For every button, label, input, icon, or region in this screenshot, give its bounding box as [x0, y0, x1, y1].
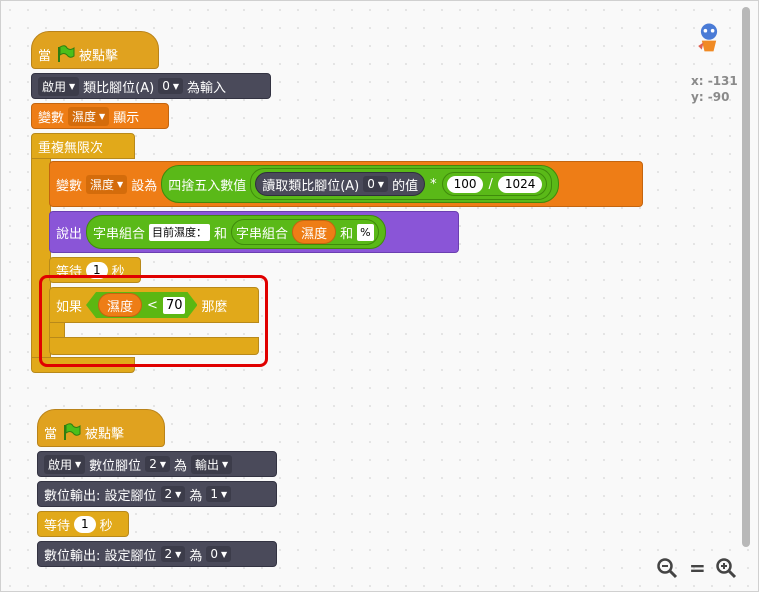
as-label-2: 為 — [189, 488, 203, 504]
multiplier-input[interactable]: 100 — [446, 175, 484, 193]
join-text-input-2[interactable]: % — [357, 223, 374, 241]
wait-block-2[interactable]: 等待 1 秒 — [37, 511, 129, 537]
wait-seconds-input-2[interactable]: 1 — [74, 515, 96, 533]
sprite-thumbnail-icon[interactable] — [691, 19, 727, 55]
enable-analog-pin-block[interactable]: 啟用▼ 類比腳位(A) 0▼ 為輸入 — [31, 73, 271, 99]
seconds-label-2: 秒 — [99, 518, 113, 534]
join-reporter-inner[interactable]: 字串組合 濕度 和 % — [231, 219, 379, 245]
join-label-1: 字串組合 — [93, 226, 146, 242]
pin-mode-dropdown[interactable]: 輸出▼ — [191, 454, 233, 474]
forever-label: 重複無限次 — [38, 140, 104, 156]
digital-output-label-1: 數位輸出: 設定腳位 — [44, 488, 157, 504]
and-label-1: 和 — [214, 226, 228, 242]
join-label-2: 字串組合 — [236, 226, 289, 242]
vertical-scrollbar[interactable] — [742, 7, 750, 547]
highlight-box — [39, 275, 268, 367]
output-value-dropdown-1[interactable]: 1▼ — [206, 486, 232, 502]
zoom-in-icon — [716, 558, 737, 579]
forever-block[interactable]: 重複無限次 — [31, 133, 135, 159]
enable-digital-pin-block[interactable]: 啟用▼ 數位腳位 2▼ 為 輸出▼ — [37, 451, 277, 477]
as-label-3: 為 — [189, 548, 203, 564]
sprite-x-coordinate: x: -131 — [691, 74, 738, 88]
hat2-when-label: 當 — [44, 426, 58, 442]
show-label: 顯示 — [113, 110, 140, 126]
read-analog-reporter[interactable]: 讀取類比腳位(A) 0▼ 的值 — [255, 172, 426, 196]
less-than-reporter[interactable]: 濕度 < 70 — [86, 292, 197, 318]
humidity-reporter-2[interactable]: 濕度 — [98, 293, 142, 317]
divide-operator: / — [488, 176, 493, 192]
threshold-input[interactable]: 70 — [163, 297, 186, 314]
less-than-operator: < — [147, 297, 158, 313]
read-pin-dropdown[interactable]: 0▼ — [363, 176, 389, 192]
when-flag-clicked-hat-2[interactable]: 當 被點擊 — [37, 409, 165, 447]
analog-pin-dropdown[interactable]: 0▼ — [158, 78, 184, 94]
zoom-in-button[interactable] — [715, 557, 737, 579]
humidity-reporter-1[interactable]: 濕度 — [292, 220, 337, 244]
digital-output-label-2: 數位輸出: 設定腳位 — [44, 548, 157, 564]
if-block[interactable]: 如果 濕度 < 70 那麼 — [49, 287, 259, 323]
enable-dropdown[interactable]: 啟用▼ — [38, 76, 80, 96]
hat2-clicked-label: 被點擊 — [85, 426, 125, 442]
say-block[interactable]: 說出 字串組合 目前濕度： 和 字串組合 濕度 和 % — [49, 211, 459, 253]
set-variable-dropdown[interactable]: 濕度▼ — [86, 174, 128, 194]
green-flag-icon — [58, 45, 75, 62]
sprite-y-coordinate: y: -90 — [691, 90, 730, 104]
join-reporter-outer[interactable]: 字串組合 目前濕度： 和 字串組合 濕度 和 % — [86, 215, 386, 249]
green-flag-icon-2 — [64, 423, 81, 440]
output-value-dropdown-2[interactable]: 0▼ — [206, 546, 232, 562]
zoom-out-icon — [657, 558, 678, 579]
read-analog-label: 讀取類比腳位(A) — [262, 178, 360, 194]
then-label: 那麼 — [201, 299, 228, 315]
divide-reporter[interactable]: 100 / 1024 — [441, 172, 548, 196]
as-label: 為 — [173, 458, 187, 474]
set-variable-label: 變數 — [56, 178, 83, 194]
divisor-input[interactable]: 1024 — [497, 175, 543, 193]
digital-output-block-2[interactable]: 數位輸出: 設定腳位 2▼ 為 0▼ — [37, 541, 277, 567]
value-of-label: 的值 — [392, 178, 419, 194]
enable-dropdown-2[interactable]: 啟用▼ — [44, 454, 86, 474]
set-to-label: 設為 — [131, 178, 158, 194]
join-text-input-1[interactable]: 目前濕度： — [149, 223, 211, 241]
zoom-out-button[interactable] — [656, 557, 678, 579]
as-input-label: 為輸入 — [187, 80, 227, 96]
multiply-reporter[interactable]: 讀取類比腳位(A) 0▼ 的值 * 100 / 1024 — [250, 168, 553, 200]
wait-block-1[interactable]: 等待 1 秒 — [49, 257, 141, 283]
and-label-2: 和 — [340, 226, 354, 242]
output-pin-dropdown-2[interactable]: 2▼ — [160, 546, 186, 562]
digital-pin-label: 數位腳位 — [89, 458, 142, 474]
say-label: 說出 — [56, 226, 83, 242]
times-operator: * — [430, 176, 437, 192]
zoom-reset-button[interactable]: = — [689, 556, 706, 580]
if-bottom — [49, 337, 259, 355]
if-label: 如果 — [56, 299, 83, 315]
round-label: 四捨五入數值 — [168, 178, 247, 194]
digital-pin-dropdown[interactable]: 2▼ — [145, 456, 170, 472]
digital-output-block-1[interactable]: 數位輸出: 設定腳位 2▼ 為 1▼ — [37, 481, 277, 507]
analog-pin-label: 類比腳位(A) — [83, 80, 155, 96]
show-variable-block[interactable]: 變數 濕度▼ 顯示 — [31, 103, 169, 129]
wait-seconds-input-1[interactable]: 1 — [86, 261, 108, 279]
round-reporter[interactable]: 四捨五入數值 讀取類比腳位(A) 0▼ 的值 * 100 / 1024 — [161, 165, 560, 203]
output-pin-dropdown-1[interactable]: 2▼ — [160, 486, 186, 502]
when-flag-clicked-hat-1[interactable]: 當 被點擊 — [31, 31, 159, 69]
wait-label-2: 等待 — [44, 518, 71, 534]
hat-when-label: 當 — [38, 48, 52, 64]
variable-dropdown[interactable]: 濕度▼ — [68, 106, 110, 126]
set-variable-block[interactable]: 變數 濕度▼ 設為 四捨五入數值 讀取類比腳位(A) 0▼ 的值 * 100 /… — [49, 161, 643, 207]
hat-clicked-label: 被點擊 — [79, 48, 119, 64]
variable-label: 變數 — [38, 110, 65, 126]
